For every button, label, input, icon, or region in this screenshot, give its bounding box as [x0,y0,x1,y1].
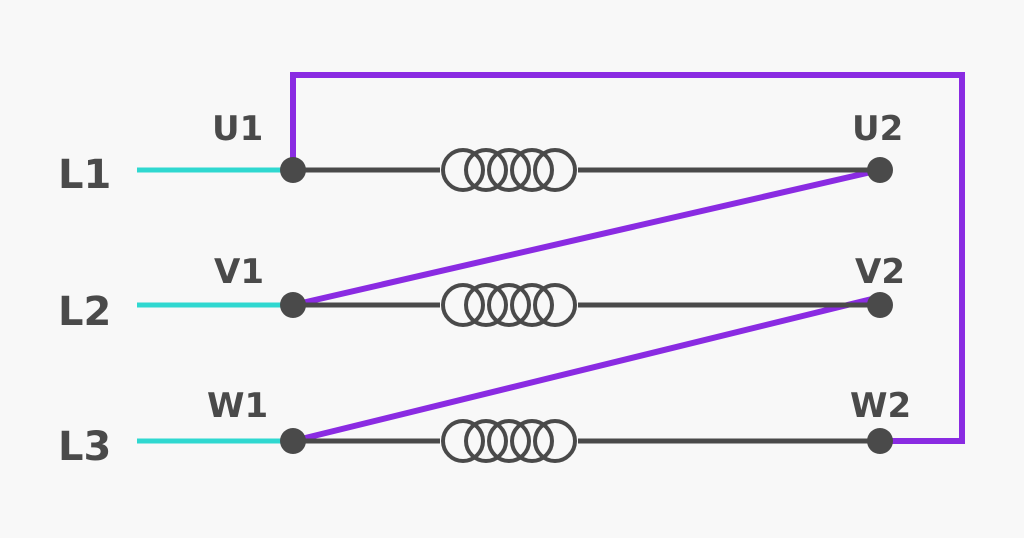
jumper-w1-to-v2 [292,294,881,444]
jumper-u1-to-w2 [290,72,965,444]
terminal-label-u2: U2 [852,109,903,149]
jumper-v1-to-u2 [292,167,881,308]
winding-row-1: L1 U1 U2 [58,109,903,198]
terminal-label-v1: V1 [214,252,264,292]
terminal-node-v1 [280,292,306,318]
terminal-label-v2: V2 [855,252,905,292]
winding-coil-icon [441,148,577,192]
line-label-l2: L2 [58,289,111,335]
winding-row-3: L3 W1 W2 [58,386,911,470]
terminal-node-w2 [867,428,893,454]
terminal-label-w2: W2 [850,386,911,426]
terminal-label-w1: W1 [207,386,268,426]
winding-coil-icon [441,283,577,327]
jumper-wires [290,72,965,444]
terminal-label-u1: U1 [212,109,263,149]
line-label-l3: L3 [58,424,111,470]
winding-coil-icon [441,419,577,463]
terminal-node-u1 [280,157,306,183]
line-label-l1: L1 [58,152,111,198]
terminal-node-w1 [280,428,306,454]
winding-row-2: L2 V1 V2 [58,252,905,335]
terminal-node-v2 [867,292,893,318]
terminal-node-u2 [867,157,893,183]
